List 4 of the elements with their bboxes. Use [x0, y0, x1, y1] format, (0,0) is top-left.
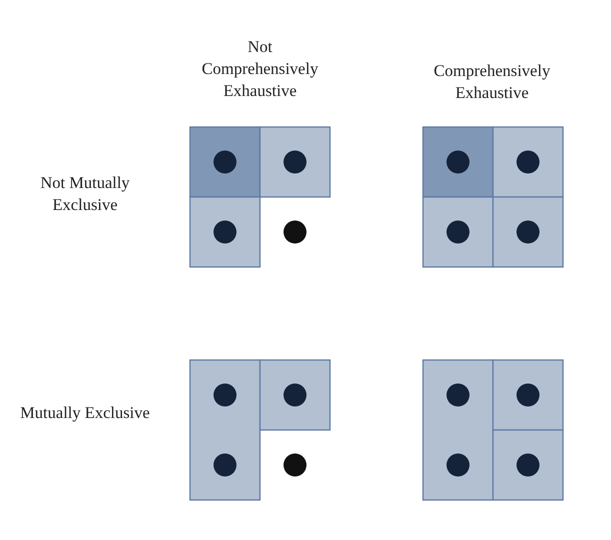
- column-heading: Comprehensively Exhaustive: [432, 60, 552, 104]
- column-heading: Not Comprehensively Exhaustive: [200, 36, 320, 102]
- row-heading: Not Mutually Exclusive: [39, 172, 131, 216]
- row-heading: Mutually Exclusive: [20, 402, 150, 424]
